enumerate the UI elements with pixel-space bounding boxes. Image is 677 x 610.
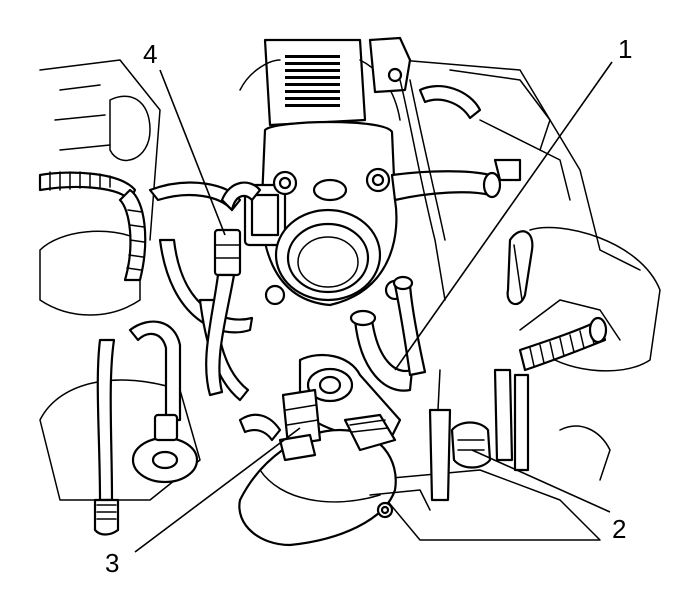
electrical-connector-callout-3 [238, 388, 322, 462]
hose-fitting-callout-4 [205, 181, 262, 397]
callout-label-1: 1 [618, 34, 632, 64]
engine-background-outline [39, 59, 661, 541]
callout-label-3: 3 [105, 548, 119, 578]
bracket-slot-right [506, 230, 534, 306]
callout-label-4: 4 [143, 39, 157, 69]
wiring-harness-right [518, 316, 608, 372]
callout-leader-lines [134, 61, 613, 553]
map-sensor-top-right [368, 36, 482, 301]
callout-label-2: 2 [612, 514, 626, 544]
leader-line-4 [159, 69, 226, 236]
mounting-bolt-bottom [369, 489, 431, 519]
throttle-body [243, 120, 406, 307]
pcv-hose-right [390, 158, 522, 202]
leader-line-2 [471, 449, 611, 513]
leader-line-3 [134, 427, 301, 553]
sensor-connector-callout-2 [428, 368, 530, 502]
wiring-harness-left [38, 171, 147, 282]
vacuum-hose-callout-1 [349, 275, 427, 392]
callout-labels: 1 2 3 4 [105, 34, 632, 578]
intake-manifold-top [239, 38, 401, 127]
intake-duct-lower [238, 353, 402, 547]
leader-line-1 [394, 61, 613, 371]
